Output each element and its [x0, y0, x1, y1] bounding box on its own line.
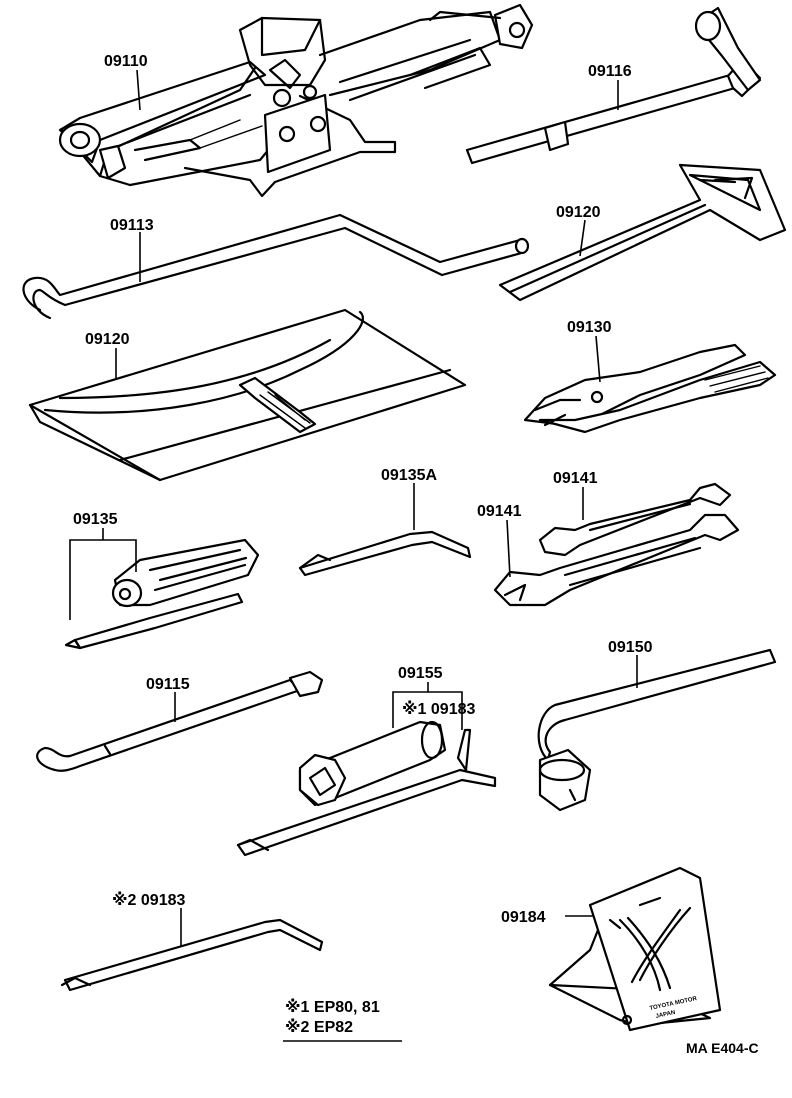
- scissor-jack: [58, 3, 534, 198]
- legend-line-2: ※2 EP82: [285, 1018, 353, 1036]
- wheel-nut-wrench-label: 09150: [608, 639, 653, 688]
- crank-handle-label: 09116: [588, 63, 632, 110]
- figure-code: MA E404-C: [686, 1040, 759, 1056]
- bent-screwdriver: [298, 530, 472, 577]
- bent-screwdriver-part-number: 09135A: [381, 467, 437, 484]
- open-end-wrench-upper: [538, 482, 732, 557]
- tool-bag-large-label: 09120: [85, 331, 130, 378]
- wheel-chock: TOYOTA MOTOR JAPAN: [548, 866, 722, 1032]
- jack-handle-rod-label: 09113: [110, 217, 154, 282]
- spark-plug-wrench: [298, 720, 447, 807]
- plug-handle-1: [236, 728, 497, 857]
- wrench-lower-part-number: 09141: [477, 503, 522, 520]
- wheel-nut-wrench: [537, 648, 777, 812]
- plug-handle-1-part-number: ※1 09183: [402, 700, 475, 718]
- jack-handle-rod: [22, 213, 530, 320]
- jack-handle-extension-part-number: 09115: [146, 676, 190, 693]
- jack-crank-handle: [465, 6, 762, 165]
- wrench-upper-label: 09141: [553, 470, 598, 520]
- screwdriver-set: [64, 538, 260, 650]
- open-end-wrench-lower: [493, 513, 740, 607]
- wheel-nut-wrench-part-number: 09150: [608, 639, 653, 656]
- plug-handle-2-label: ※2 09183: [112, 891, 185, 946]
- jack-handle-rod-part-number: 09113: [110, 217, 154, 234]
- pliers: [523, 343, 777, 434]
- legend-line-1: ※1 EP80, 81: [285, 998, 380, 1016]
- tool-bag-large-part-number: 09120: [85, 331, 130, 348]
- jack-handle-extension: [36, 670, 324, 772]
- plug-wrench-label: 09155 ※1 09183: [392, 665, 475, 730]
- screwdriver-set-part-number: 09135: [73, 511, 118, 528]
- tool-bag-small: [498, 163, 787, 302]
- tool-bag-small-label: 09120: [556, 204, 601, 257]
- legend: ※1 EP80, 81 ※2 EP82: [283, 998, 402, 1042]
- plug-handle-2: [60, 918, 324, 992]
- jack-handle-extension-label: 09115: [146, 676, 190, 722]
- plug-handle-2-part-number: ※2 09183: [112, 891, 185, 909]
- pliers-part-number: 09130: [567, 319, 612, 336]
- wheel-chock-label: 09184: [501, 909, 593, 926]
- plug-wrench-part-number: 09155: [398, 665, 443, 682]
- wrench-lower-label: 09141: [477, 503, 522, 578]
- wheel-chock-part-number: 09184: [501, 909, 546, 926]
- bent-screwdriver-label: 09135A: [381, 467, 437, 530]
- tool-bag-large: [28, 308, 467, 482]
- screwdriver-set-label: 09135: [69, 511, 137, 620]
- crank-handle-part-number: 09116: [588, 63, 632, 80]
- tool-bag-small-part-number: 09120: [556, 204, 601, 221]
- jack-label: 09110: [104, 53, 148, 111]
- jack-part-number: 09110: [104, 53, 148, 70]
- pliers-label: 09130: [567, 319, 612, 383]
- wrench-upper-part-number: 09141: [553, 470, 598, 487]
- chock-country-text: JAPAN: [655, 1010, 676, 1020]
